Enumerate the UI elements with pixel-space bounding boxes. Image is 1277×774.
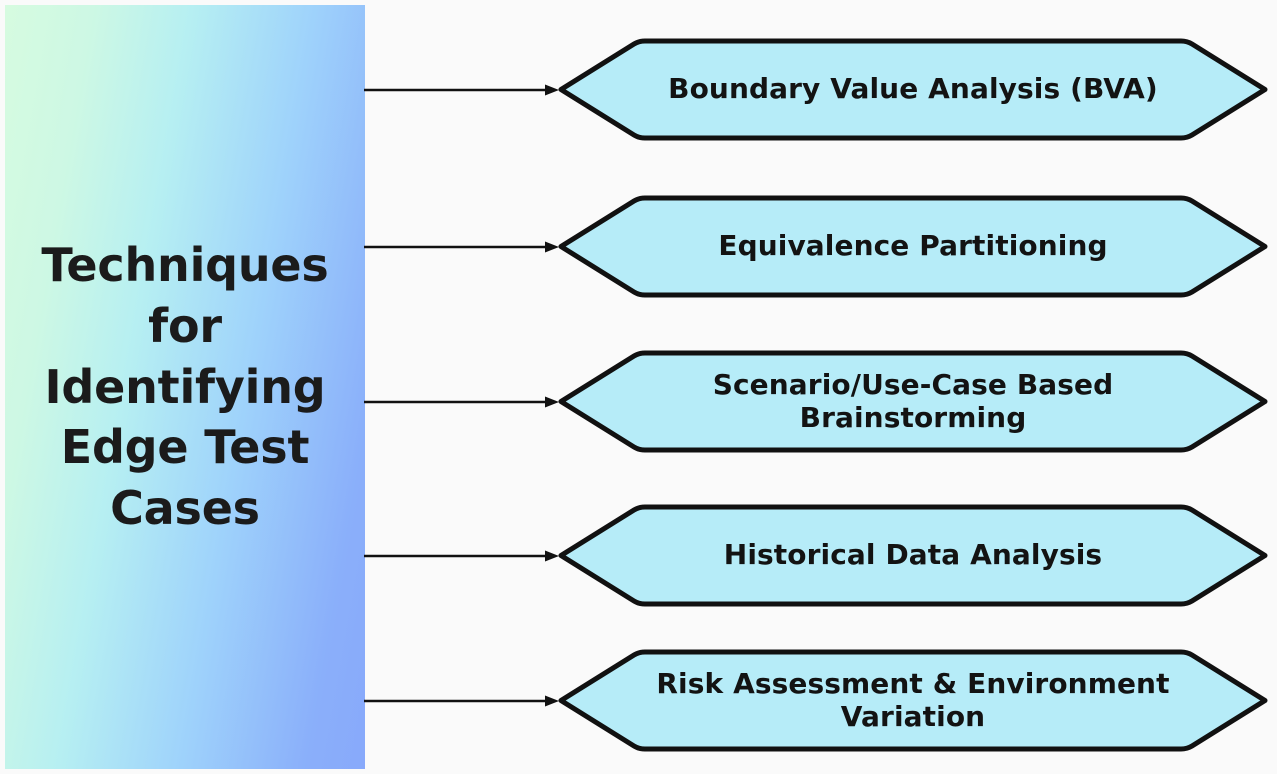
connector-arrow-2 [363, 236, 563, 258]
connector-arrow-5 [363, 690, 563, 712]
node-historical[interactable]: Historical Data Analysis [556, 504, 1270, 607]
node-scenario[interactable]: Scenario/Use-Case Based Brainstorming [556, 350, 1270, 453]
connector-arrow-1 [363, 79, 563, 101]
node-label: Risk Assessment & Environment Variation [656, 667, 1170, 733]
connector-arrow-4 [363, 545, 563, 567]
connector-arrow-3 [363, 391, 563, 413]
node-label: Equivalence Partitioning [718, 229, 1108, 263]
node-risk[interactable]: Risk Assessment & Environment Variation [556, 649, 1270, 752]
node-label: Scenario/Use-Case Based Brainstorming [712, 368, 1114, 434]
node-label: Historical Data Analysis [723, 538, 1103, 572]
node-bva[interactable]: Boundary Value Analysis (BVA) [556, 38, 1270, 141]
node-ep[interactable]: Equivalence Partitioning [556, 195, 1270, 298]
node-label: Boundary Value Analysis (BVA) [668, 72, 1158, 106]
title-panel: Techniques for Identifying Edge Test Cas… [5, 5, 365, 769]
page-title: Techniques for Identifying Edge Test Cas… [41, 238, 329, 536]
